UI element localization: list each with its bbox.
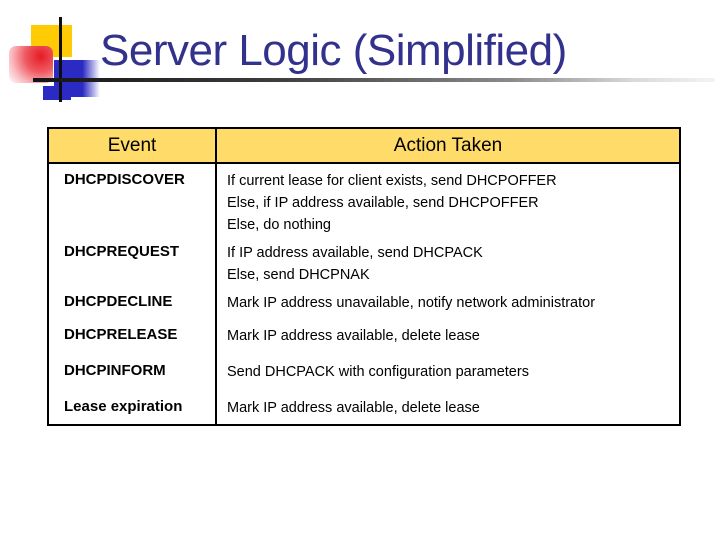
action-line: Mark IP address available, delete lease [227,400,480,416]
dhcp-logic-table: Event Action Taken DHCPDISCOVER If curre… [47,127,681,426]
table-row: DHCPREQUEST If IP address available, sen… [48,236,680,286]
slide-title: Server Logic (Simplified) [100,26,567,75]
action-cell: Mark IP address available, delete lease [216,319,680,355]
event-column-header: Event [47,127,217,164]
action-cell: Mark IP address unavailable, notify netw… [216,286,680,319]
action-line: Send DHCPACK with configuration paramete… [227,364,529,380]
decor-red-square [9,46,53,83]
event-cell: DHCPDECLINE [48,286,217,319]
action-line: Else, do nothing [227,217,331,233]
decor-vertical-line [59,17,62,102]
table-row: DHCPDISCOVER If current lease for client… [48,163,680,236]
event-cell: DHCPRELEASE [48,319,217,355]
action-cell: Send DHCPACK with configuration paramete… [216,355,680,391]
action-line: If current lease for client exists, send… [227,173,557,189]
decor-blue-square-small [43,86,71,100]
event-cell: Lease expiration [48,391,217,425]
action-cell: If IP address available, send DHCPACK El… [216,236,680,286]
action-cell: If current lease for client exists, send… [216,163,680,236]
action-column-header: Action Taken [215,127,681,164]
event-cell: DHCPINFORM [48,355,217,391]
action-line: Mark IP address unavailable, notify netw… [227,295,596,311]
action-line: Else, send DHCPNAK [227,267,370,283]
table-row: DHCPINFORM Send DHCPACK with configurati… [48,355,680,391]
table-header-row: Event Action Taken [47,127,681,164]
title-underline [33,78,715,82]
action-line: Else, if IP address available, send DHCP… [227,195,539,211]
event-cell: DHCPDISCOVER [48,163,217,236]
table-row: Lease expiration Mark IP address availab… [48,391,680,425]
action-line: If IP address available, send DHCPACK [227,245,483,261]
event-cell: DHCPREQUEST [48,236,217,286]
table-row: DHCPRELEASE Mark IP address available, d… [48,319,680,355]
action-line: Mark IP address available, delete lease [227,328,480,344]
action-cell: Mark IP address available, delete lease [216,391,680,425]
table-row: DHCPDECLINE Mark IP address unavailable,… [48,286,680,319]
